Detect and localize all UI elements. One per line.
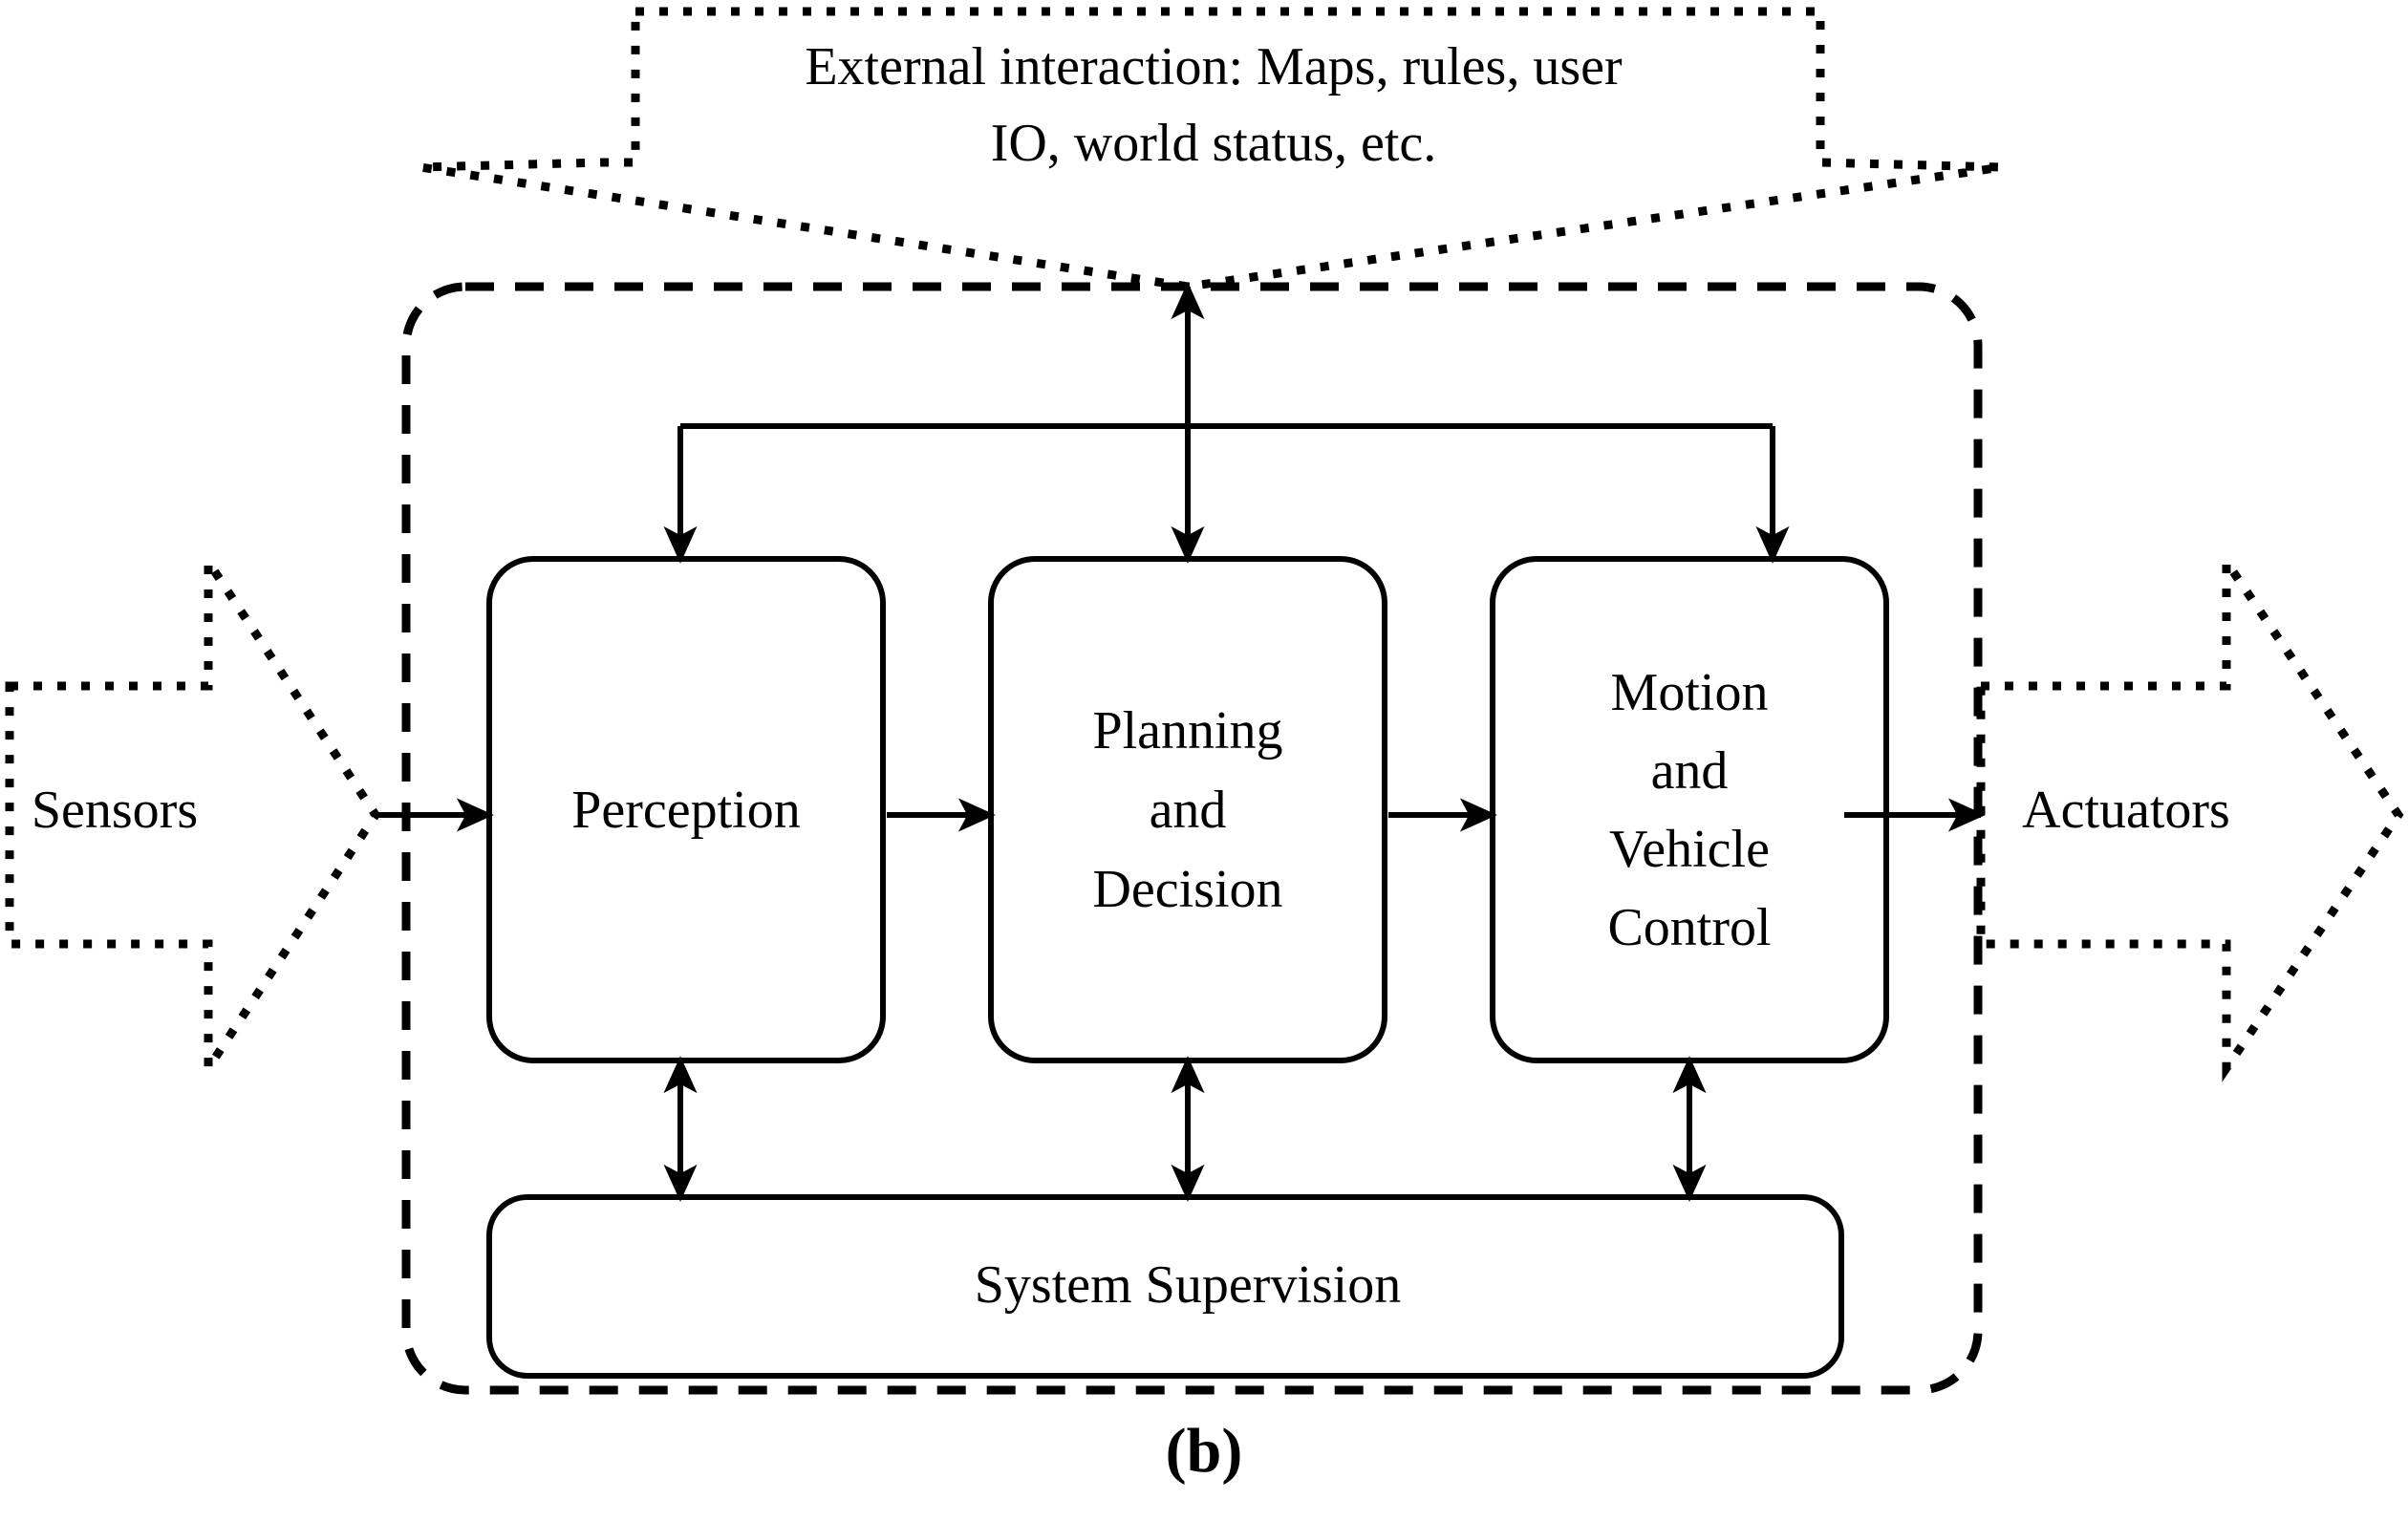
motion-and-vehicle-control-box[interactable]: Motion and Vehicle Control xyxy=(1490,556,1889,1063)
control-label-line-1: Motion xyxy=(1611,663,1769,722)
actuators-label: Actuators xyxy=(2022,781,2230,840)
callout-line-1: External interaction: Maps, rules, user xyxy=(805,37,1623,96)
control-label-line-3: Vehicle xyxy=(1609,820,1770,879)
system-supervision-box[interactable]: System Supervision xyxy=(486,1194,1844,1379)
sensors-label: Sensors xyxy=(32,781,198,840)
actuators-block-arrow xyxy=(1976,547,2404,1082)
actuators-output: Actuators xyxy=(1976,547,2404,1082)
supervision-links xyxy=(663,1056,1707,1202)
control-box-shape xyxy=(1490,556,1889,1063)
perception-box[interactable]: Perception xyxy=(486,556,886,1063)
sensors-block-arrow xyxy=(5,547,381,1082)
control-label-line-2: and xyxy=(1651,741,1729,801)
perception-label: Perception xyxy=(571,781,800,840)
planning-label-line-3: Decision xyxy=(1092,860,1282,919)
feedback-bus xyxy=(663,423,1790,564)
planning-and-decision-box[interactable]: Planning and Decision xyxy=(988,556,1387,1063)
sensors-input: Sensors xyxy=(5,547,381,1082)
callout-balloon-outline xyxy=(419,7,2003,291)
callout-line-2: IO, world status, etc. xyxy=(991,114,1437,173)
planning-label-line-2: and xyxy=(1150,781,1227,840)
external-interaction-callout: External interaction: Maps, rules, user … xyxy=(419,7,2003,291)
supervision-label: System Supervision xyxy=(975,1255,1401,1315)
planning-label-line-1: Planning xyxy=(1092,701,1282,760)
supervision-box-shape xyxy=(486,1194,1844,1379)
figure-caption: (b) xyxy=(1166,1416,1243,1486)
control-label-line-4: Control xyxy=(1607,898,1771,957)
